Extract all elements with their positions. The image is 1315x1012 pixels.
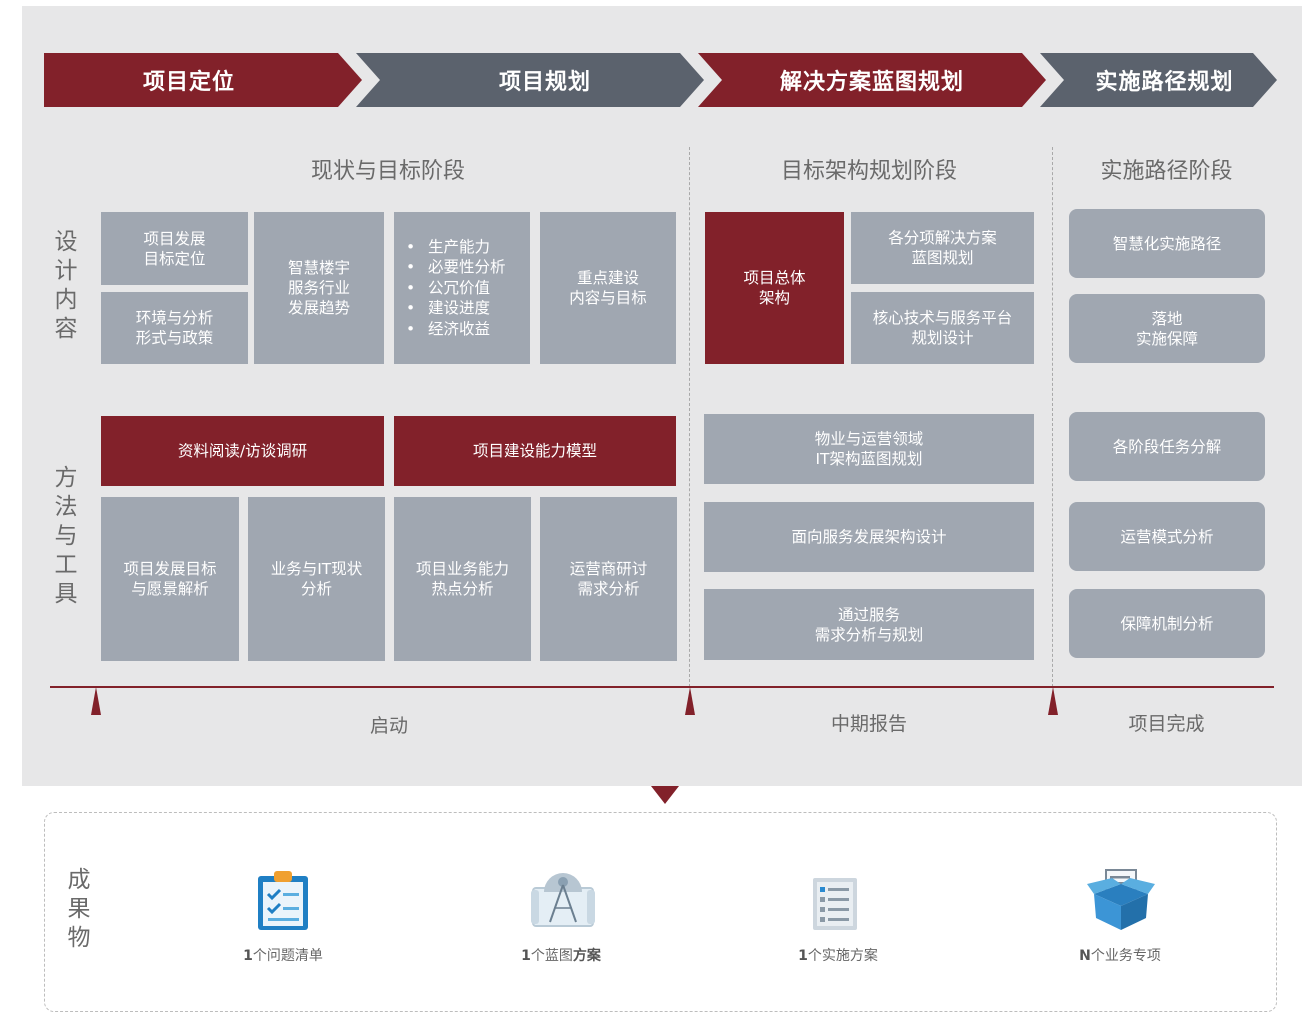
capability-item: 公冗价值 — [406, 278, 506, 299]
design-capability-list: 生产能力 必要性分析 公冗价值 建设进度 经济收益 — [394, 212, 530, 364]
row-label-char: 物 — [67, 925, 91, 951]
method-task-decomposition: 各阶段任务分解 — [1069, 412, 1265, 481]
deliverable-implementation-plan: 1个实施方案 — [763, 945, 913, 965]
stage-header-implementation: 实施路径阶段 — [1100, 159, 1233, 184]
stage-divider — [1052, 147, 1053, 687]
method-research-interview: 资料阅读/访谈调研 — [101, 416, 384, 486]
blueprint-compass-icon — [530, 870, 596, 930]
stage-divider — [689, 147, 690, 687]
row-label-char: 果 — [67, 896, 91, 922]
method-capability-model: 项目建设能力模型 — [394, 416, 676, 486]
row-label-char: 成 — [67, 867, 91, 893]
method-operation-mode: 运营模式分析 — [1069, 502, 1265, 571]
capability-item: 必要性分析 — [406, 257, 506, 278]
design-environment-policy: 环境与分析 形式与政策 — [101, 292, 248, 364]
deliverable-count: 1 — [798, 948, 808, 964]
capability-item: 生产能力 — [406, 237, 506, 258]
method-it-blueprint: 物业与运营领域 IT架构蓝图规划 — [704, 414, 1034, 484]
stage-header-current: 现状与目标阶段 — [310, 159, 465, 184]
phase-label: 项目规划 — [498, 70, 591, 95]
deliverable-issue-list: 1个问题清单 — [208, 945, 358, 965]
deliverable-label: 个问题清单 — [252, 948, 323, 964]
stage-header-target-architecture: 目标架构规划阶段 — [780, 159, 957, 184]
deliverable-count: 1 — [521, 948, 531, 964]
down-arrow-icon — [651, 786, 679, 804]
design-overall-architecture: 项目总体 架构 — [705, 212, 844, 364]
row-label-deliverables: 成 果 物 — [63, 866, 95, 953]
milestone-marker — [1048, 687, 1058, 715]
open-box-icon — [1086, 868, 1156, 932]
phase-label: 解决方案蓝图规划 — [779, 70, 964, 95]
row-label-char: 计 — [54, 258, 78, 284]
deliverable-label-bold: 方案 — [572, 948, 601, 964]
clipboard-checklist-icon — [254, 868, 312, 932]
method-service-architecture: 面向服务发展架构设计 — [704, 502, 1034, 572]
capability-bullets: 生产能力 必要性分析 公冗价值 建设进度 经济收益 — [406, 237, 506, 340]
design-smart-implementation-path: 智慧化实施路径 — [1069, 209, 1265, 278]
row-label-char: 设 — [54, 229, 78, 255]
row-label-char: 工 — [54, 552, 78, 578]
design-smart-building-trend: 智慧楼宇 服务行业 发展趋势 — [254, 212, 384, 364]
capability-item: 经济收益 — [406, 319, 506, 340]
deliverable-label: 个业务专项 — [1090, 948, 1161, 964]
milestone-marker — [91, 687, 101, 715]
design-landing-guarantee: 落地 实施保障 — [1069, 294, 1265, 363]
phase-arrow-positioning: 项目定位 — [44, 53, 362, 107]
phase-arrow-implementation: 实施路径规划 — [1040, 53, 1277, 107]
deliverable-business-specials: N个业务专项 — [1045, 945, 1195, 965]
deliverable-blueprint-plan: 1个蓝图方案 — [486, 945, 636, 965]
milestone-marker — [685, 687, 695, 715]
deliverable-label: 个蓝图 — [530, 948, 573, 964]
milestone-kickoff: 启动 — [369, 715, 408, 737]
row-label-char: 内 — [54, 287, 78, 313]
method-guarantee-mechanism: 保障机制分析 — [1069, 589, 1265, 658]
design-sub-solution-blueprint: 各分项解决方案 蓝图规划 — [851, 212, 1034, 284]
design-project-goal: 项目发展 目标定位 — [101, 212, 248, 285]
method-service-analysis: 通过服务 需求分析与规划 — [704, 589, 1034, 660]
design-key-construction: 重点建设 内容与目标 — [540, 212, 676, 364]
phase-label: 实施路径规划 — [1095, 70, 1234, 95]
design-core-tech-platform: 核心技术与服务平台 规划设计 — [851, 292, 1034, 364]
document-list-icon — [811, 876, 861, 932]
deliverable-count: 1 — [243, 948, 253, 964]
method-business-it-status: 业务与IT现状 分析 — [248, 497, 385, 661]
method-goal-vision: 项目发展目标 与愿景解析 — [101, 497, 239, 661]
row-label-char: 具 — [54, 581, 78, 607]
method-business-capability-hotspot: 项目业务能力 热点分析 — [394, 497, 531, 661]
timeline-line — [50, 686, 1274, 688]
capability-item: 建设进度 — [406, 298, 506, 319]
row-label-char: 与 — [54, 523, 78, 549]
phase-arrow-blueprint: 解决方案蓝图规划 — [698, 53, 1046, 107]
row-label-char: 方 — [54, 465, 78, 491]
method-operator-discussion: 运营商研讨 需求分析 — [540, 497, 677, 661]
deliverable-count: N — [1079, 948, 1091, 964]
deliverable-label: 个实施方案 — [807, 948, 878, 964]
milestone-midterm-report: 中期报告 — [830, 713, 907, 735]
main-panel — [22, 6, 1302, 786]
row-label-char: 容 — [54, 316, 78, 342]
row-label-methods-tools: 方 法 与 工 具 — [50, 464, 82, 609]
phase-arrow-planning: 项目规划 — [356, 53, 704, 107]
phase-label: 项目定位 — [142, 70, 235, 95]
row-label-char: 法 — [54, 494, 78, 520]
milestone-completion: 项目完成 — [1128, 713, 1205, 735]
row-label-design-content: 设 计 内 容 — [50, 228, 82, 344]
